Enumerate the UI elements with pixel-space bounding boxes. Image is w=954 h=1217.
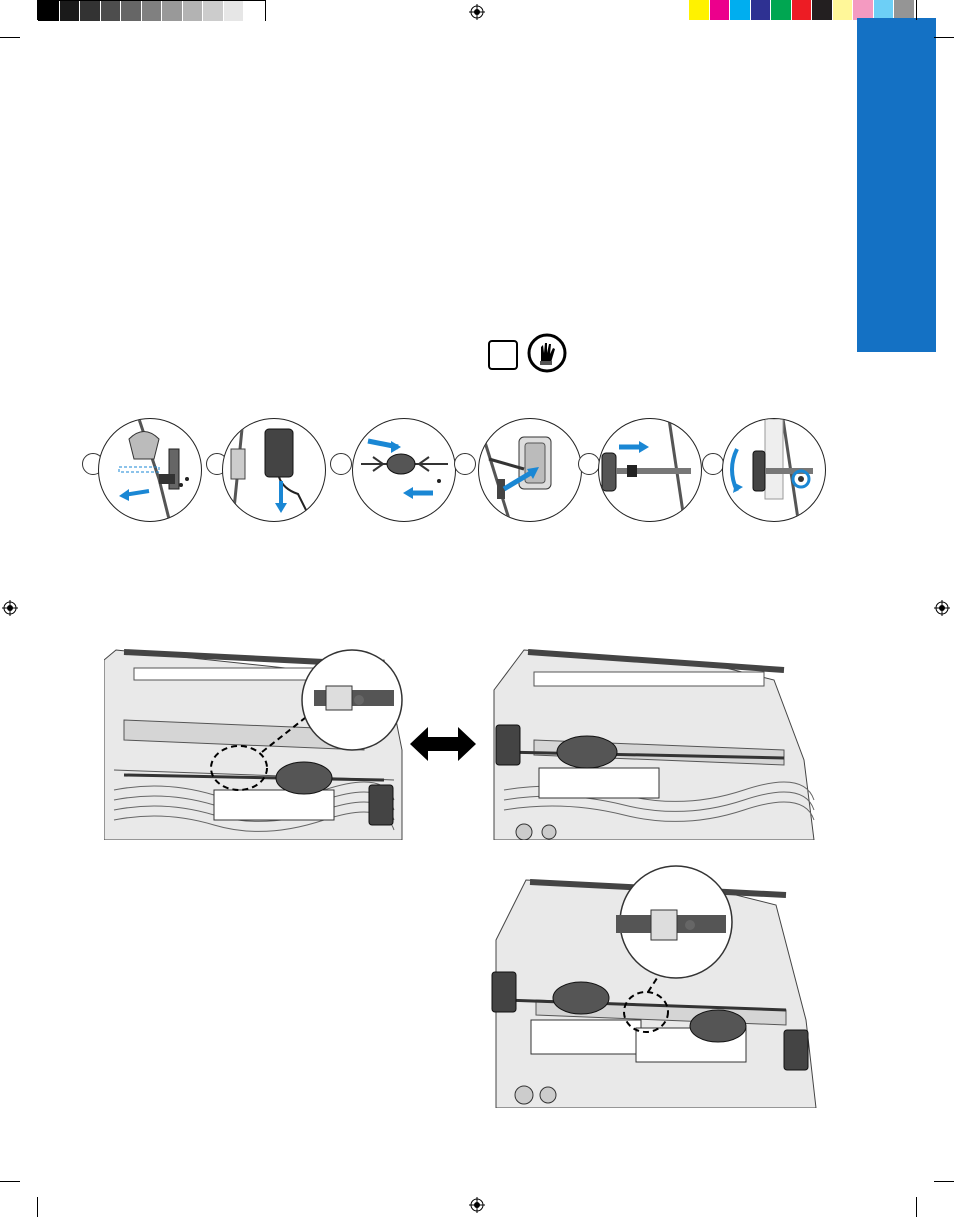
step-2-illustration (222, 418, 326, 522)
grill-rotisserie-left-motor (103, 640, 406, 841)
side-tab (857, 18, 936, 352)
gray-scale-bar (38, 0, 266, 21)
grill-double-spit (486, 860, 826, 1109)
spit-insert-icon (482, 436, 552, 520)
color-swatch (812, 0, 833, 20)
color-swatch (791, 0, 813, 20)
crop-mark (37, 0, 38, 20)
handle-tighten-icon (730, 419, 813, 520)
gray-swatch (39, 1, 60, 21)
gray-swatch (80, 1, 101, 21)
color-swatch (894, 0, 915, 20)
gray-swatch (100, 1, 122, 21)
color-swatch (750, 0, 772, 20)
color-bar (689, 0, 915, 21)
color-swatch (689, 0, 710, 20)
counterweight-icon (601, 419, 691, 520)
color-swatch (771, 0, 792, 20)
gray-swatch (162, 1, 183, 21)
registration-mark-icon (469, 1197, 485, 1213)
grill-rotisserie-right-motor (484, 640, 824, 841)
step-1-illustration (98, 418, 202, 522)
gray-swatch (182, 1, 204, 21)
step-3-illustration (352, 418, 456, 522)
gray-swatch (244, 1, 265, 21)
gray-swatch (59, 1, 81, 21)
crop-mark (37, 1197, 38, 1217)
gray-swatch (203, 1, 224, 21)
step-6-illustration (722, 418, 826, 522)
color-swatch (853, 0, 874, 20)
crop-mark (0, 37, 20, 38)
gray-swatch (223, 1, 245, 21)
rotisserie-bracket-icon (118, 419, 189, 520)
glove-icon (527, 333, 567, 373)
crop-mark (0, 1181, 20, 1182)
crop-mark (934, 37, 954, 38)
spit-forks-icon (361, 438, 448, 499)
crop-mark (916, 1197, 917, 1217)
gray-swatch (121, 1, 142, 21)
registration-mark-icon (934, 600, 950, 616)
registration-mark-icon (469, 4, 485, 20)
color-swatch (709, 0, 731, 20)
crop-mark (934, 1181, 954, 1182)
step-number-badge (454, 453, 476, 475)
double-arrow-icon (410, 727, 476, 761)
step-number-badge (702, 453, 724, 475)
motor-mount-icon (230, 419, 309, 520)
color-swatch (730, 0, 751, 20)
color-swatch (832, 0, 854, 20)
step-number-badge (330, 453, 352, 475)
crop-mark (916, 0, 917, 20)
color-swatch (873, 0, 895, 20)
gray-swatch (141, 1, 163, 21)
step-4-illustration (478, 418, 582, 522)
blank-box-icon (488, 340, 518, 370)
step-5-illustration (598, 418, 702, 522)
step-number-badge (578, 453, 600, 475)
registration-mark-icon (2, 600, 18, 616)
